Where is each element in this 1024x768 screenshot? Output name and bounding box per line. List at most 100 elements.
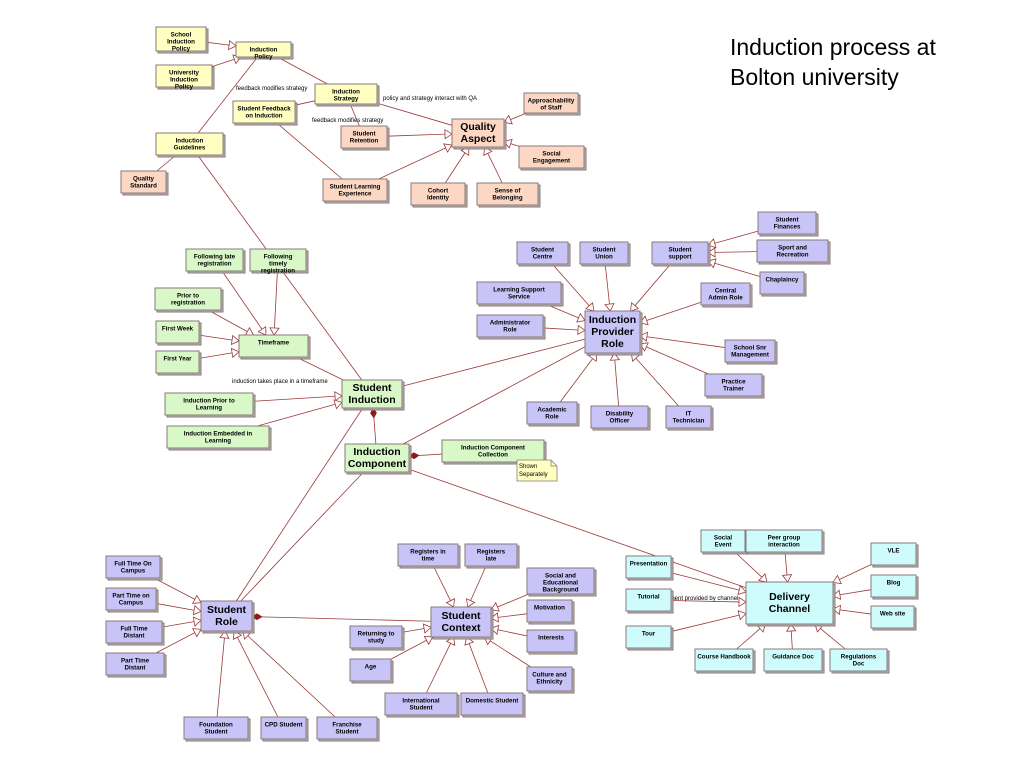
edge-blog-to-delivery-channel: [832, 589, 872, 600]
edge-foundation-student-to-student-role: [216, 630, 230, 718]
node-blog[interactable]: Blog: [870, 574, 919, 600]
edge-interests-to-student-context: [490, 624, 528, 637]
node-domestic-student[interactable]: Domestic Student: [460, 692, 526, 718]
node-timeframe[interactable]: Timeframe: [238, 334, 311, 360]
node-box: [590, 405, 649, 429]
node-first-week[interactable]: First Week: [155, 320, 202, 346]
edge-age-to-student-context: [390, 635, 434, 660]
edge-student-role-to-student-context: [251, 613, 432, 622]
node-age[interactable]: Age: [349, 658, 394, 684]
node-label: Tutorial: [637, 593, 660, 600]
edge-induction-policy-to-induction-strategy: [277, 56, 328, 85]
node-box: [105, 555, 161, 579]
node-box: [464, 543, 518, 567]
edge-tour-to-delivery-channel: [670, 610, 747, 632]
node-interests[interactable]: Interests: [526, 629, 578, 655]
node-tour[interactable]: Tour: [625, 625, 674, 651]
node-web-site[interactable]: Web site: [870, 605, 917, 631]
node-guidance-doc[interactable]: Guidance Doc: [763, 648, 825, 674]
node-tutorial[interactable]: Tutorial: [625, 588, 674, 614]
node-vle[interactable]: VLE: [870, 542, 919, 568]
node-chaplaincy[interactable]: Chaplaincy: [759, 271, 807, 297]
edge-induction-component-to-student-role: [240, 471, 364, 602]
node-presentation[interactable]: Presentation: [625, 555, 674, 581]
edge-student-learning-experience-to-quality-aspect: [378, 143, 453, 180]
node-box: [526, 629, 576, 653]
node-box: [625, 588, 672, 612]
node-first-year[interactable]: First Year: [155, 350, 202, 376]
edge-student-feedback-on-induction-to-student-learning-experience: [276, 122, 343, 180]
edge-sense-of-belonging-to-quality-aspect: [483, 146, 503, 184]
node-label: Motivation: [534, 604, 565, 611]
edge-franchise-student-to-student-role: [242, 630, 336, 718]
node-motivation[interactable]: Motivation: [526, 599, 575, 625]
node-box: [154, 287, 222, 311]
node-course-handbook[interactable]: Course Handbook: [694, 648, 756, 674]
node-box: [523, 92, 579, 114]
node-box: [344, 443, 410, 473]
edge-student-support-to-induction-provider-role: [629, 263, 671, 312]
edge-practice-trainer-to-induction-provider-role: [639, 342, 709, 375]
node-cpd-student[interactable]: CPD Student: [260, 716, 309, 742]
